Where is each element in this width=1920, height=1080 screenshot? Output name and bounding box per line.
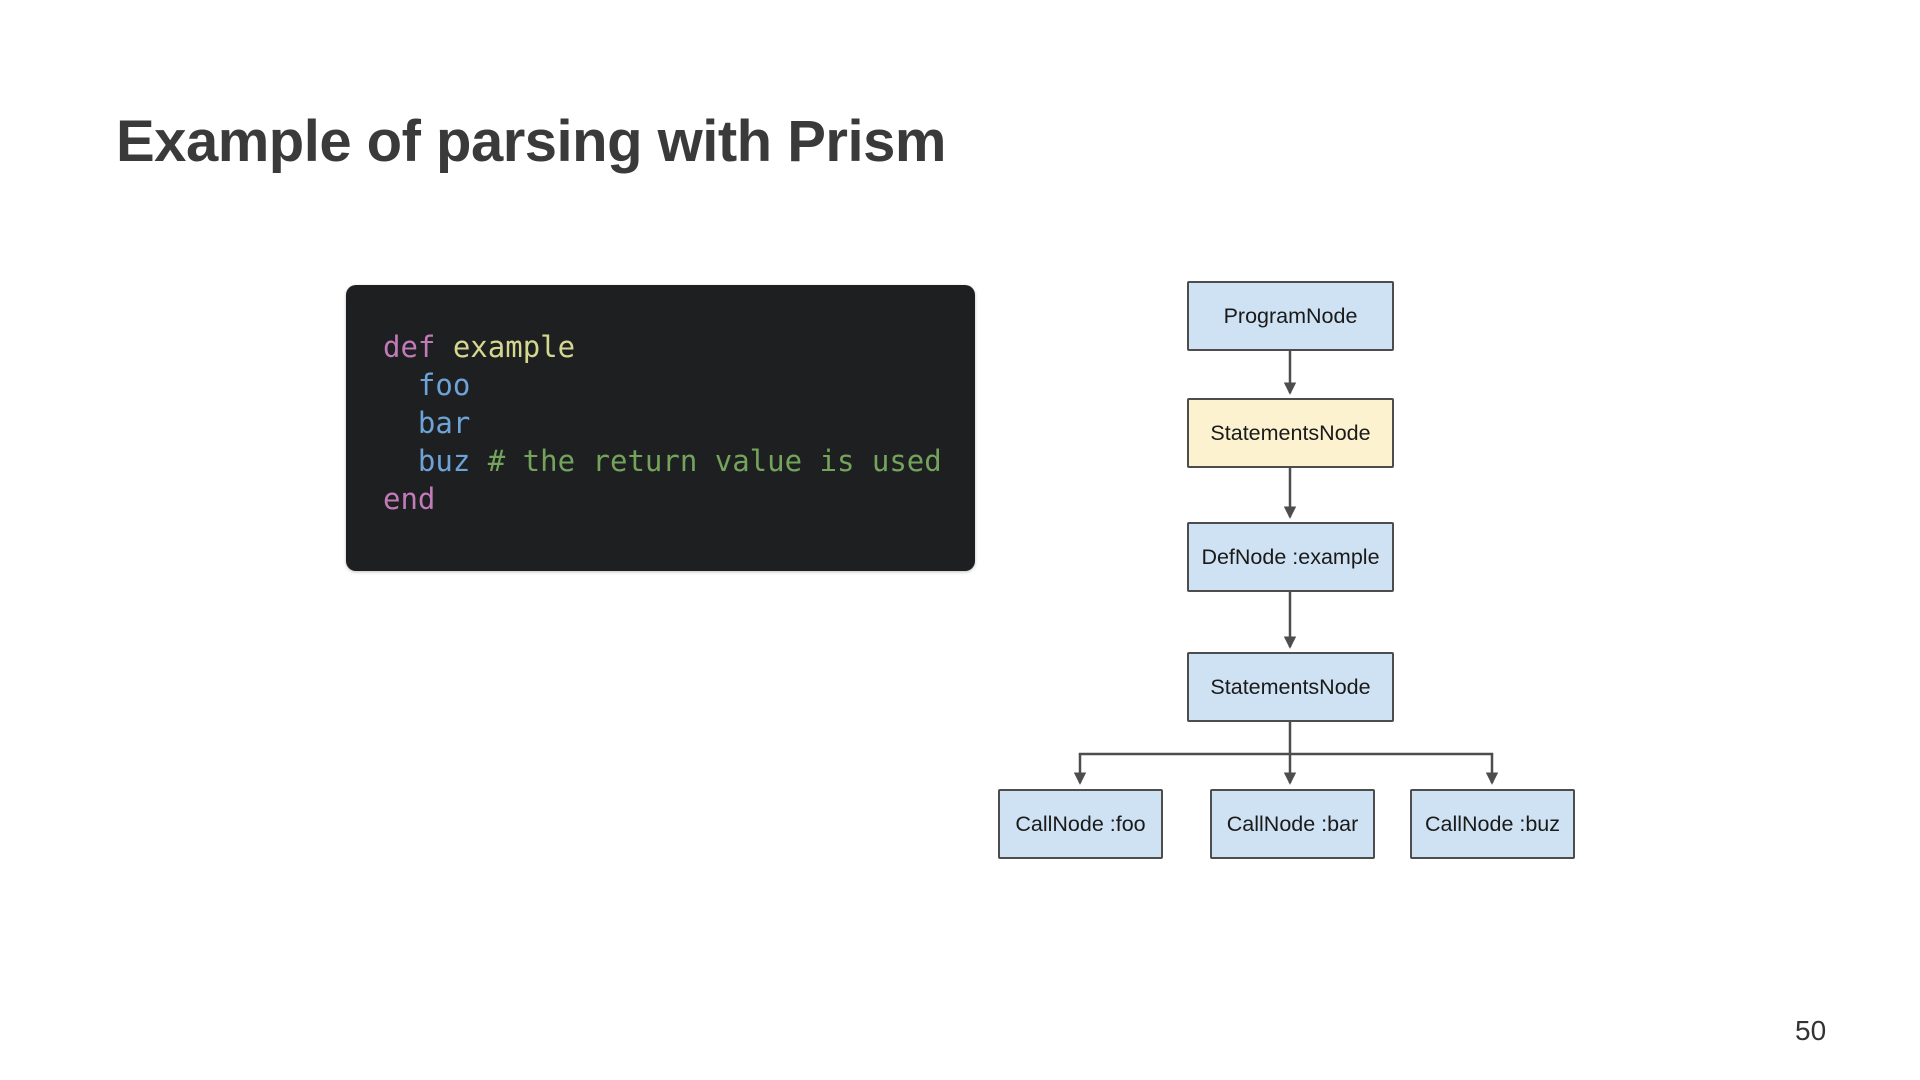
code-keyword-def: def (383, 330, 436, 364)
code-call-buz: buz (383, 444, 488, 478)
code-call-bar: bar (383, 406, 471, 440)
slide-title: Example of parsing with Prism (116, 109, 946, 174)
diagram-node-call-node-bar: CallNode :bar (1210, 789, 1375, 859)
diagram-node-program-node: ProgramNode (1187, 281, 1394, 351)
code-line: bar (383, 404, 955, 442)
diagram-node-call-node-foo: CallNode :foo (998, 789, 1163, 859)
code-line: def example (383, 328, 955, 366)
diagram-node-statements-node: StatementsNode (1187, 398, 1394, 468)
code-line: foo (383, 366, 955, 404)
code-block: def example foo bar buz # the return val… (346, 285, 975, 571)
code-line: buz # the return value is used (383, 442, 955, 480)
diagram-node-call-node-buz: CallNode :buz (1410, 789, 1575, 859)
diagram-node-def-node-example: DefNode :example (1187, 522, 1394, 592)
code-method-name: example (435, 330, 576, 364)
code-comment: # the return value is used (487, 444, 942, 478)
code-line: end (383, 480, 955, 518)
code-keyword-end: end (383, 482, 436, 516)
code-call-foo: foo (383, 368, 471, 402)
page-number: 50 (1795, 1015, 1827, 1046)
diagram-node-statements-node-2: StatementsNode (1187, 652, 1394, 722)
